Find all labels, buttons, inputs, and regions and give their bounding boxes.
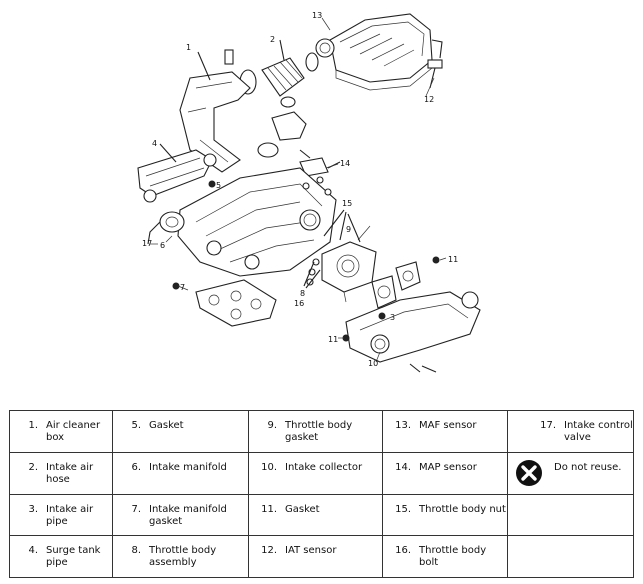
intake-manifold: [177, 167, 337, 277]
intake-collector: [345, 291, 481, 373]
legend-label: Air cleaner box: [46, 420, 101, 443]
callout-7: 7: [180, 283, 185, 292]
legend-number: 1.: [28, 420, 38, 431]
callout-11b: 11: [328, 335, 338, 344]
map-sensor: [299, 149, 341, 177]
callout-12: 12: [424, 95, 434, 104]
legend-number: 10.: [261, 461, 277, 473]
legend-label: Intake manifold gasket: [149, 503, 227, 527]
callout-4: 4: [152, 139, 157, 148]
legend-label: Surge tank pipe: [46, 545, 101, 569]
do-not-reuse-icon: [516, 459, 542, 486]
iat-sensor: [427, 59, 443, 89]
do-not-reuse-markers: [172, 256, 440, 342]
legend-label: Throttle body nut: [419, 503, 506, 515]
legend-number: 9.: [267, 420, 277, 431]
legend-cell: 5. Gasket: [112, 410, 249, 453]
legend-label: Gasket: [149, 420, 184, 431]
legend-label: MAP sensor: [419, 461, 477, 473]
legend-cell: 14. MAP sensor: [382, 451, 508, 495]
callout-9: 9: [346, 225, 351, 234]
gasket-5: [208, 180, 216, 188]
legend-cell: 16. Throttle body bolt: [382, 535, 508, 578]
resonator: [271, 111, 307, 141]
intake-control-valve: [147, 211, 185, 245]
intake-air-pipe: [179, 49, 279, 173]
legend-number: 12.: [261, 545, 277, 557]
legend-label: Throttle body gasket: [285, 420, 353, 443]
legend-label: Throttle body assembly: [149, 545, 217, 569]
legend-number: 11.: [261, 503, 277, 515]
legend-cell: 9. Throttle body gasket: [248, 410, 383, 453]
legend-label: Intake control valve: [564, 420, 633, 443]
legend-cell: 3. Intake air pipe: [9, 493, 113, 537]
legend-cell: 2. Intake air hose: [9, 451, 113, 495]
callout-11a: 11: [448, 255, 458, 264]
legend-number: 3.: [28, 503, 38, 515]
callout-6: 6: [160, 241, 165, 250]
legend-number: 14.: [395, 461, 411, 473]
legend-label: Throttle body bolt: [419, 545, 487, 569]
legend-label: MAF sensor: [419, 420, 477, 431]
surge-tank-pipe: [137, 143, 217, 203]
callout-15: 15: [342, 199, 352, 208]
legend-number: 4.: [28, 545, 38, 557]
legend-cell: Do not reuse.: [507, 451, 634, 495]
callout-5: 5: [216, 181, 221, 190]
callout-13: 13: [312, 11, 322, 20]
legend-number: 17.: [540, 420, 556, 431]
legend-cell: 7. Intake manifold gasket: [112, 493, 249, 537]
legend-label: Intake manifold: [149, 461, 227, 473]
legend-row: 3. Intake air pipe 7. Intake manifold gask…: [9, 493, 634, 537]
legend-cell: 8. Throttle body assembly: [112, 535, 249, 578]
legend-cell: 12. IAT sensor: [248, 535, 383, 578]
legend-cell: 11. Gasket: [248, 493, 383, 537]
legend-number: 6.: [131, 461, 141, 473]
legend-cell-empty: [507, 493, 634, 537]
legend-cell: 13. MAF sensor: [382, 410, 508, 453]
throttle-body-fasteners: [302, 176, 361, 289]
leader-lines: [150, 17, 447, 363]
intake-manifold-gasket: [195, 279, 277, 327]
callout-1: 1: [186, 43, 191, 52]
legend-label: Intake air hose: [46, 461, 94, 485]
legend-row: 4. Surge tank pipe 8. Throttle body assemb…: [9, 535, 634, 578]
legend-number: 5.: [131, 420, 141, 431]
legend-cell: 17. Intake control valve: [507, 410, 634, 453]
legend-label: Gasket: [285, 503, 320, 515]
callout-8: 8: [300, 289, 305, 298]
callout-10: 10: [368, 359, 378, 368]
air-cleaner-box: [315, 13, 443, 91]
legend-cell: 4. Surge tank pipe: [9, 535, 113, 578]
legend-cell-empty: [507, 535, 634, 578]
exploded-intake-diagram: 13 1 2 12 4 14 5 15 9 17 6 11 7 8 16 3 1…: [137, 11, 481, 373]
legend-label: Do not reuse.: [554, 461, 622, 473]
legend-cell: 1. Air cleaner box: [9, 410, 113, 453]
legend-cell: 15. Throttle body nut: [382, 493, 508, 537]
parts-legend-table: 1. Air cleaner box 5. Gasket 9. Throttle bo…: [9, 410, 634, 578]
legend-row: 2. Intake air hose 6. Intake manifold 10. I…: [9, 451, 634, 495]
legend-number: 8.: [131, 545, 141, 557]
callout-labels: 13 1 2 12 4 14 5 15 9 17 6 11 7 8 16 3 1…: [142, 11, 458, 368]
intake-air-hose: [239, 39, 319, 108]
legend-label: IAT sensor: [285, 545, 337, 557]
legend-number: 13.: [395, 420, 411, 431]
callout-3: 3: [390, 313, 395, 322]
legend-row: 1. Air cleaner box 5. Gasket 9. Throttle bo…: [9, 410, 634, 453]
callout-16: 16: [294, 299, 304, 308]
callout-14: 14: [340, 159, 350, 168]
legend-number: 16.: [395, 545, 411, 557]
throttle-body-gasket: [371, 275, 397, 309]
callout-17: 17: [142, 239, 152, 248]
callout-2: 2: [270, 35, 275, 44]
legend-number: 15.: [395, 503, 411, 515]
legend-number: 7.: [131, 503, 141, 515]
legend-label: Intake air pipe: [46, 503, 94, 527]
legend-cell: 10. Intake collector: [248, 451, 383, 495]
legend-label: Intake collector: [285, 461, 363, 473]
legend-cell: 6. Intake manifold: [112, 451, 249, 495]
legend-number: 2.: [28, 461, 38, 473]
collector-gasket: [395, 261, 421, 291]
